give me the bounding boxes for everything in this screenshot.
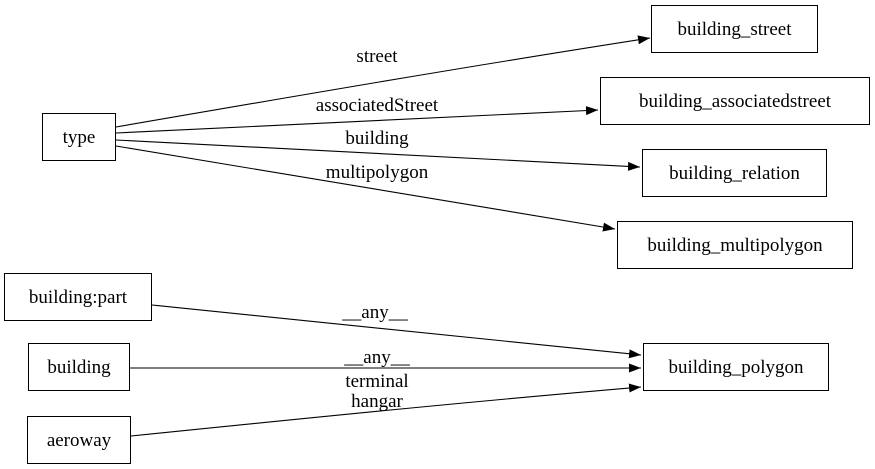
node-building-polygon-label: building_polygon (668, 356, 804, 378)
edge-label-terminal: terminal (345, 371, 409, 392)
edge-label-associatedstreet: associatedStreet (315, 95, 439, 116)
edge-label-any-buildingpart: __any__ (342, 302, 408, 323)
edge-label-hangar: hangar (351, 391, 403, 412)
node-building-associatedstreet-label: building_associatedstreet (638, 90, 832, 112)
edge-type-building-associatedstreet (115, 106, 599, 134)
edge-label-building: building (345, 128, 409, 149)
node-building-multipolygon-label: building_multipolygon (647, 234, 823, 256)
node-building-street: building_street (651, 5, 818, 53)
node-aeroway: aeroway (27, 416, 131, 464)
edge-type-building-relation (115, 139, 641, 171)
edge-type-building-street (115, 35, 651, 128)
node-building-street-label: building_street (677, 18, 792, 40)
edge-buildingpart-building-polygon (151, 304, 642, 359)
edge-label-street: street (356, 46, 398, 67)
edge-type-building-multipolygon (115, 145, 616, 232)
edge-label-terminal-hangar: terminal hangar (345, 372, 408, 412)
node-building-part: building:part (4, 273, 152, 321)
node-building-relation: building_relation (642, 149, 827, 197)
node-building: building (28, 343, 130, 391)
node-building-polygon: building_polygon (643, 343, 829, 391)
node-type-label: type (62, 126, 96, 148)
node-building-label: building (47, 356, 111, 378)
node-aeroway-label: aeroway (46, 429, 112, 451)
edge-label-multipolygon: multipolygon (325, 162, 429, 183)
edge-aeroway-building-polygon (130, 383, 642, 437)
node-building-multipolygon: building_multipolygon (617, 221, 853, 269)
edge-label-any-building: __any__ (344, 347, 410, 368)
node-building-part-label: building:part (28, 286, 128, 308)
node-building-associatedstreet: building_associatedstreet (600, 77, 870, 125)
node-type: type (42, 113, 116, 161)
node-building-relation-label: building_relation (669, 162, 800, 184)
